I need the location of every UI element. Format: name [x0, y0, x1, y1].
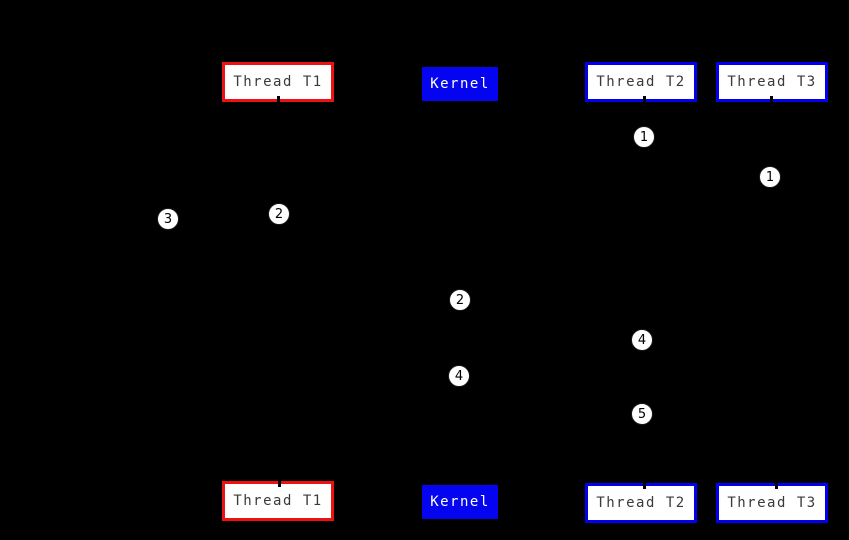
thread-t2-box-bottom: Thread T2	[585, 483, 697, 523]
step-marker-1-t3: 1	[759, 166, 781, 188]
lifeline-stub-t3-top	[770, 96, 773, 103]
step-marker-5-t2: 5	[631, 403, 653, 425]
thread-t2-box-top: Thread T2	[585, 62, 697, 102]
step-marker-3-left: 3	[157, 208, 179, 230]
kernel-box-bottom: Kernel	[422, 485, 498, 519]
step-marker-4-t2: 4	[631, 329, 653, 351]
step-marker-2-kernel: 2	[449, 289, 471, 311]
lifeline-stub-t2-bottom	[643, 482, 646, 489]
thread-t1-box-top: Thread T1	[222, 62, 334, 102]
thread-t3-box-bottom: Thread T3	[716, 483, 828, 523]
lifeline-stub-t3-bottom	[775, 482, 778, 489]
lifeline-stub-t1-top	[277, 96, 280, 103]
step-marker-4-kernel: 4	[448, 365, 470, 387]
kernel-box-top: Kernel	[422, 67, 498, 101]
lifeline-stub-t2-top	[643, 96, 646, 103]
step-marker-1-t2: 1	[633, 126, 655, 148]
step-marker-2-t1: 2	[268, 203, 290, 225]
thread-t1-box-bottom: Thread T1	[222, 481, 334, 521]
lifeline-stub-t1-bottom	[278, 480, 281, 487]
